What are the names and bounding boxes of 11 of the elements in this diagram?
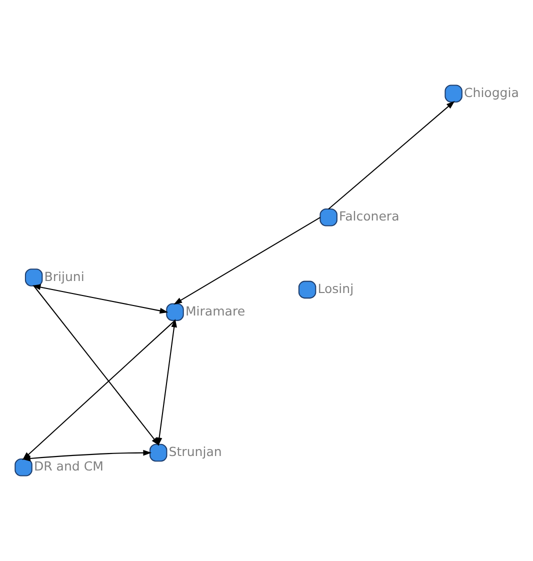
arrow [32,284,168,314]
node-label: Losinj [318,280,354,296]
node-label: DR and CM [34,458,104,474]
arrow [328,100,455,210]
node-label: Strunjan [168,444,222,460]
arrow [174,216,320,305]
node-label: Falconera [339,208,400,224]
node-label: Miramare [185,303,246,318]
node-label: Chioggia [464,84,519,100]
arrow [33,286,160,446]
node-label: Brijuni [44,268,84,284]
